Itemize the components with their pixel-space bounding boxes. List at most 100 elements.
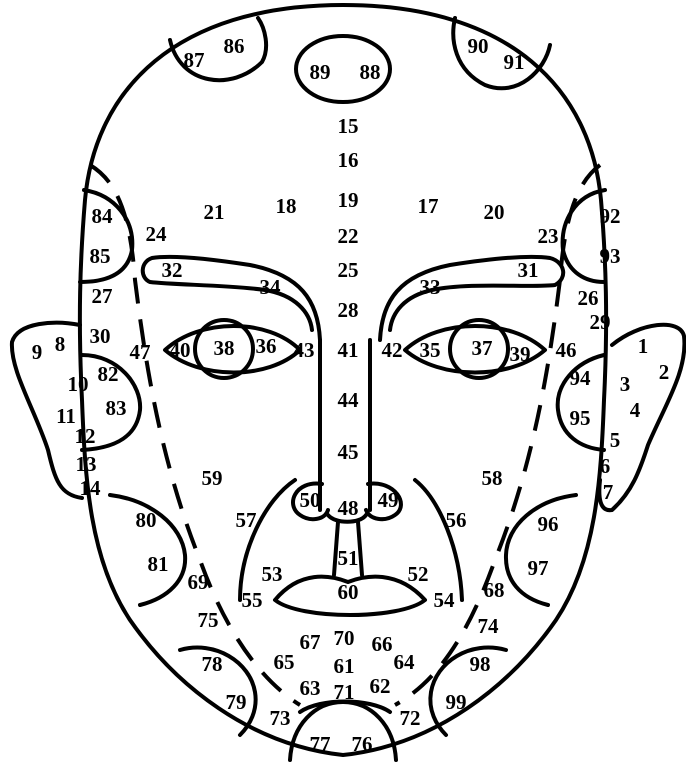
zone-label-19: 19	[338, 188, 359, 212]
zone-label-84: 84	[92, 204, 114, 228]
zone-label-83: 83	[106, 396, 127, 420]
zone-label-74: 74	[478, 614, 500, 638]
zone-label-48: 48	[338, 496, 359, 520]
zone-label-80: 80	[136, 508, 157, 532]
zone-label-98: 98	[470, 652, 491, 676]
zone-label-95: 95	[570, 406, 591, 430]
zone-label-13: 13	[76, 452, 97, 476]
zone-label-51: 51	[338, 546, 359, 570]
zone-label-21: 21	[204, 200, 225, 224]
zone-label-11: 11	[56, 404, 76, 428]
zone-label-71: 71	[334, 680, 355, 704]
zone-label-73: 73	[270, 706, 291, 730]
zone-label-46: 46	[556, 338, 577, 362]
zone-label-82: 82	[98, 362, 119, 386]
zone-label-40: 40	[170, 338, 191, 362]
zone-label-15: 15	[338, 114, 359, 138]
zone-label-45: 45	[338, 440, 359, 464]
zone-label-27: 27	[92, 284, 113, 308]
zone-label-50: 50	[300, 488, 321, 512]
zone-label-72: 72	[400, 706, 421, 730]
zone-label-78: 78	[202, 652, 223, 676]
zone-label-54: 54	[434, 588, 456, 612]
zone-label-62: 62	[370, 674, 391, 698]
zone-label-34: 34	[260, 275, 282, 299]
zone-label-85: 85	[90, 244, 111, 268]
zone-label-38: 38	[214, 336, 235, 360]
zone-label-59: 59	[202, 466, 223, 490]
zone-label-37: 37	[472, 336, 493, 360]
zone-label-44: 44	[338, 388, 360, 412]
zone-label-81: 81	[148, 552, 169, 576]
zone-label-6: 6	[600, 454, 611, 478]
zone-label-26: 26	[578, 286, 599, 310]
zone-label-43: 43	[294, 338, 315, 362]
zone-label-87: 87	[184, 48, 205, 72]
zone-label-32: 32	[162, 258, 183, 282]
zone-label-5: 5	[610, 428, 621, 452]
zone-label-9: 9	[32, 340, 43, 364]
zone-label-36: 36	[256, 334, 277, 358]
zone-label-58: 58	[482, 466, 503, 490]
zone-label-79: 79	[226, 690, 247, 714]
zone-label-14: 14	[80, 476, 102, 500]
zone-label-88: 88	[360, 60, 381, 84]
zone-label-18: 18	[276, 194, 297, 218]
zone-label-99: 99	[446, 690, 467, 714]
zone-label-91: 91	[504, 50, 525, 74]
zone-label-25: 25	[338, 258, 359, 282]
zone-label-17: 17	[418, 194, 439, 218]
zone-label-89: 89	[310, 60, 331, 84]
zone-label-77: 77	[310, 732, 331, 756]
zone-label-39: 39	[510, 342, 531, 366]
zone-label-64: 64	[394, 650, 416, 674]
zone-label-29: 29	[590, 310, 611, 334]
zone-label-86: 86	[224, 34, 245, 58]
zone-label-7: 7	[603, 480, 614, 504]
zone-label-65: 65	[274, 650, 295, 674]
zone-label-31: 31	[518, 258, 539, 282]
zone-label-12: 12	[75, 424, 96, 448]
zone-label-53: 53	[262, 562, 283, 586]
zone-label-57: 57	[236, 508, 257, 532]
zone-label-94: 94	[570, 366, 592, 390]
zone-label-93: 93	[600, 244, 621, 268]
zone-label-33: 33	[420, 275, 441, 299]
zone-label-8: 8	[55, 332, 66, 356]
zone-label-67: 67	[300, 630, 321, 654]
zone-label-49: 49	[378, 488, 399, 512]
zone-label-10: 10	[68, 372, 89, 396]
zone-label-22: 22	[338, 224, 359, 248]
left-dashed-contour	[90, 165, 300, 705]
zone-label-76: 76	[352, 732, 373, 756]
zone-label-3: 3	[620, 372, 631, 396]
zone-label-60: 60	[338, 580, 359, 604]
zone-label-55: 55	[242, 588, 263, 612]
zone-label-56: 56	[446, 508, 467, 532]
zone-label-20: 20	[484, 200, 505, 224]
zone-label-52: 52	[408, 562, 429, 586]
zone-label-28: 28	[338, 298, 359, 322]
zone-label-41: 41	[338, 338, 359, 362]
zone-label-2: 2	[659, 360, 670, 384]
zone-label-1: 1	[638, 334, 649, 358]
zone-label-96: 96	[538, 512, 559, 536]
zone-label-47: 47	[130, 340, 151, 364]
zone-label-35: 35	[420, 338, 441, 362]
zone-label-63: 63	[300, 676, 321, 700]
zone-label-61: 61	[334, 654, 355, 678]
zone-label-42: 42	[382, 338, 403, 362]
zone-label-30: 30	[90, 324, 111, 348]
zone-label-92: 92	[600, 204, 621, 228]
zone-label-90: 90	[468, 34, 489, 58]
zone-label-16: 16	[338, 148, 359, 172]
zone-label-23: 23	[538, 224, 559, 248]
zone-label-69: 69	[188, 570, 209, 594]
zone-label-97: 97	[528, 556, 549, 580]
zone-label-4: 4	[630, 398, 641, 422]
zone-label-24: 24	[146, 222, 168, 246]
zone-label-75: 75	[198, 608, 219, 632]
zone-label-68: 68	[484, 578, 505, 602]
